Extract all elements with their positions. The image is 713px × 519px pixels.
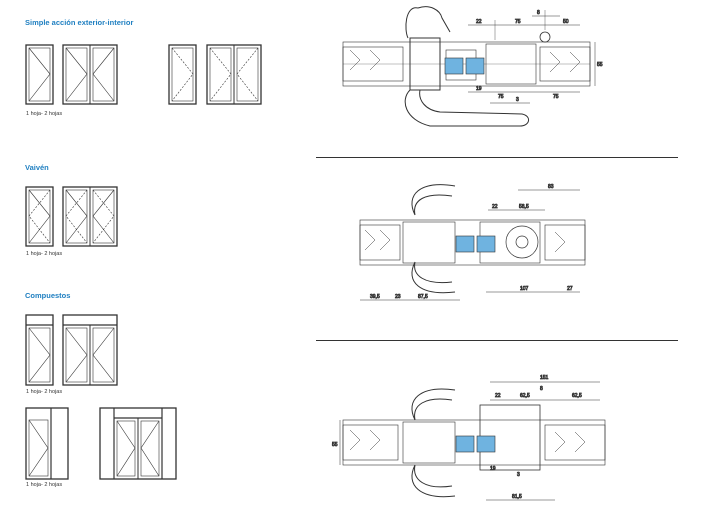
- section-heading-compuestos: Compuestos: [25, 291, 71, 300]
- separator-line-2: [316, 340, 678, 341]
- section-drawing-1: 22 75 8 50 19 75 75 3 55: [342, 6, 603, 127]
- dim-d3-6: 19: [490, 466, 496, 472]
- dim-d3-7: 3: [517, 472, 520, 478]
- dim-d3-8: 81,5: [512, 494, 522, 500]
- dim-d1-2: 8: [537, 10, 540, 16]
- door-icon-compuesto-2-leaves-sidelight: [99, 407, 177, 480]
- dim-d2-7: 27: [567, 286, 573, 292]
- door-icon-simple-1-leaf: [25, 44, 54, 105]
- dim-d1-8: 55: [597, 62, 603, 68]
- caption-simple-accion: 1 hoja- 2 hojas: [26, 111, 63, 117]
- dim-d2-1: 22: [492, 204, 498, 210]
- door-icon-vaiven-1-leaf: [25, 186, 54, 247]
- dim-d3-4: 62,5: [572, 393, 582, 399]
- door-icon-simple-2-leaves: [62, 44, 118, 105]
- dim-d1-3: 50: [563, 19, 569, 25]
- caption-compuestos-2: 1 hoja- 2 hojas: [26, 482, 63, 488]
- dim-d2-4: 23: [395, 294, 401, 300]
- dim-d2-6: 107: [520, 286, 529, 292]
- door-icon-compuesto-2-leaves-transom: [62, 314, 118, 386]
- dim-d3-1: 8: [540, 386, 543, 392]
- section-drawing-3: 151 8 22 62,5 62,5 55 19 3 81,5: [332, 375, 606, 500]
- door-icon-vaiven-2-leaves: [62, 186, 118, 247]
- section-heading-simple-accion: Simple acción exterior-interior: [25, 18, 134, 27]
- dim-d2-2: 58,5: [519, 204, 529, 210]
- dim-d2-3: 39,5: [370, 294, 380, 300]
- section-heading-vaiven: Vaivén: [25, 163, 49, 172]
- dim-d3-0: 151: [540, 375, 549, 381]
- dim-d1-0: 22: [476, 19, 482, 25]
- door-icon-compuesto-1-leaf-sidelight: [25, 407, 69, 480]
- dim-d1-5: 75: [498, 94, 504, 100]
- separator-line-1: [316, 157, 678, 158]
- door-icon-simple-2-leaves-dashed: [206, 44, 262, 105]
- dim-d2-5: 87,5: [418, 294, 428, 300]
- dim-d1-1: 75: [515, 19, 521, 25]
- dim-d2-0: 83: [548, 184, 554, 190]
- dim-d1-7: 3: [516, 97, 519, 103]
- dim-d3-2: 22: [495, 393, 501, 399]
- dim-d3-3: 62,5: [520, 393, 530, 399]
- dim-d3-5: 55: [332, 442, 338, 448]
- door-icon-simple-1-leaf-dashed: [168, 44, 197, 105]
- caption-vaiven: 1 hoja- 2 hojas: [26, 251, 63, 257]
- door-icon-compuesto-1-leaf-transom: [25, 314, 54, 386]
- dim-d1-4: 19: [476, 86, 482, 92]
- caption-compuestos-1: 1 hoja- 2 hojas: [26, 389, 63, 395]
- section-drawing-2: 83 22 58,5 39,5 23 87,5 107 27: [359, 184, 586, 300]
- dim-d1-6: 75: [553, 94, 559, 100]
